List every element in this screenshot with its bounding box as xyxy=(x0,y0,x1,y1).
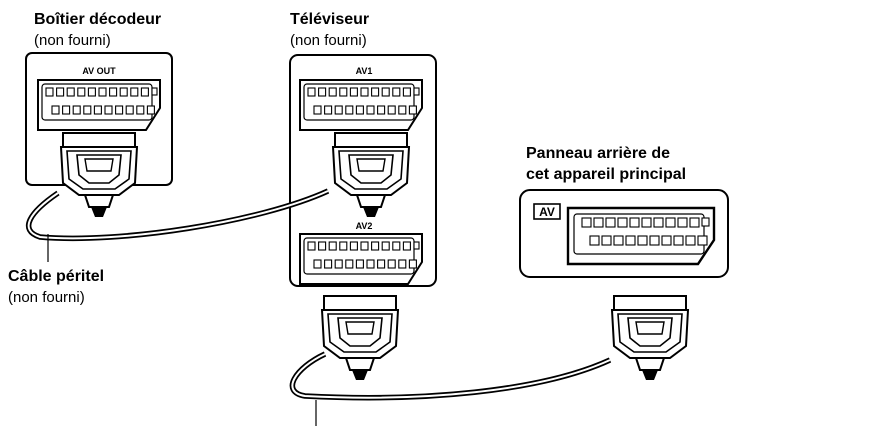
main-unit-title-line1: Panneau arrière de xyxy=(526,145,670,162)
scart-cable-1 xyxy=(25,188,330,242)
main-unit-scart-socket xyxy=(566,206,716,266)
main-unit-av-label-box xyxy=(533,203,561,220)
scart-cable-2 xyxy=(289,351,612,401)
tv-note: (non fourni) xyxy=(290,32,367,49)
main-unit-av-label: AV xyxy=(539,205,555,219)
cable-title: Câble péritel xyxy=(8,268,104,285)
tv-av2-scart-plug xyxy=(320,295,400,380)
tv-panel: AV1 AV2 xyxy=(289,54,437,287)
decoder-note: (non fourni) xyxy=(34,32,111,49)
cable-note: (non fourni) xyxy=(8,289,85,306)
tv-av2-label: AV2 xyxy=(356,221,373,231)
main-unit-title-line2: cet appareil principal xyxy=(526,166,686,183)
tv-title: Téléviseur xyxy=(290,11,369,28)
tv-av1-scart-plug xyxy=(331,132,411,217)
main-unit-scart-plug xyxy=(610,295,690,380)
main-unit-panel: AV xyxy=(519,189,729,278)
tv-av2-scart-socket xyxy=(299,233,423,285)
decoder-scart-plug xyxy=(59,132,139,217)
tv-av1-label: AV1 xyxy=(356,66,373,76)
tv-av1-scart-socket xyxy=(299,79,423,131)
decoder-scart-socket xyxy=(37,79,161,131)
decoder-port-label: AV OUT xyxy=(82,66,116,76)
decoder-title: Boîtier décodeur xyxy=(34,11,161,28)
